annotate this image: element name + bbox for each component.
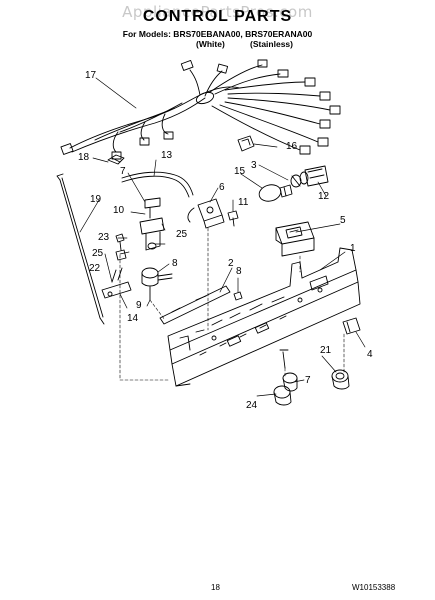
callout-8-upper: 7 bbox=[120, 166, 126, 177]
callout-2: 2 bbox=[228, 258, 234, 269]
callout-16: 15 bbox=[234, 166, 246, 177]
small-bracket bbox=[237, 135, 255, 152]
callout-8-lower: 8 bbox=[236, 266, 242, 277]
control-relay bbox=[187, 198, 225, 229]
screw-13 bbox=[227, 210, 239, 227]
callout-13: 11 bbox=[238, 197, 249, 208]
callout-17: 17 bbox=[85, 70, 97, 81]
callout-15: 13 bbox=[161, 150, 173, 161]
callout-22: 21 bbox=[320, 345, 332, 356]
callout-3: 3 bbox=[251, 160, 257, 171]
leader-lines bbox=[79, 77, 366, 397]
callout-6: 7 bbox=[305, 375, 311, 386]
callout-5: 5 bbox=[340, 215, 346, 226]
callout-10: 8 bbox=[172, 258, 178, 269]
control-housing bbox=[167, 247, 361, 387]
spring-25 bbox=[115, 249, 127, 261]
models-line: For Models: BRS70EBANA00, BRS70ERANA00 bbox=[122, 29, 313, 39]
transformer bbox=[275, 221, 315, 257]
callout-24: 23 bbox=[98, 232, 110, 243]
document-id: W10153388 bbox=[352, 583, 396, 592]
variant-stainless: (Stainless) bbox=[250, 39, 293, 49]
screw-24 bbox=[115, 233, 125, 251]
long-rod bbox=[56, 173, 105, 325]
page-title: CONTROL PARTS bbox=[142, 8, 293, 25]
cable-tube bbox=[121, 171, 194, 198]
knob-23 bbox=[273, 385, 292, 406]
callout-19: 18 bbox=[78, 152, 90, 163]
callout-9: 9 bbox=[136, 300, 142, 311]
assembly-guides bbox=[119, 227, 345, 381]
callout-11: 10 bbox=[113, 205, 125, 216]
lever-arm bbox=[101, 267, 132, 299]
variant-white: (White) bbox=[196, 39, 225, 49]
callout-25-right: 25 bbox=[176, 229, 188, 240]
watermark: AppliancePartsPros.com bbox=[122, 3, 313, 21]
callout-4: 4 bbox=[367, 349, 373, 360]
knob-22 bbox=[331, 369, 350, 390]
knob-6 bbox=[282, 372, 298, 392]
wire-harness bbox=[60, 59, 341, 160]
screw-bottom bbox=[279, 349, 289, 369]
callout-14: 12 bbox=[318, 191, 330, 202]
page-number: 18 bbox=[211, 583, 220, 592]
callout-23: 24 bbox=[246, 400, 258, 411]
callout-1: 1 bbox=[350, 243, 356, 254]
socket-housing bbox=[299, 165, 329, 187]
callout-18: 16 bbox=[286, 141, 298, 152]
slotted-bracket bbox=[159, 285, 231, 325]
lamp-socket bbox=[290, 174, 302, 188]
callout-12: 14 bbox=[127, 313, 139, 324]
wire-clip bbox=[107, 154, 125, 165]
screw-8-lower bbox=[233, 291, 243, 301]
callout-25-left: 25 bbox=[92, 248, 104, 259]
clip-4 bbox=[342, 317, 361, 335]
damper-bracket bbox=[139, 197, 165, 251]
callout-21: 22 bbox=[89, 263, 101, 274]
callout-7: 6 bbox=[219, 182, 225, 193]
callout-20: 19 bbox=[90, 194, 102, 205]
control-knob bbox=[141, 267, 173, 301]
light-bulb bbox=[258, 184, 293, 202]
